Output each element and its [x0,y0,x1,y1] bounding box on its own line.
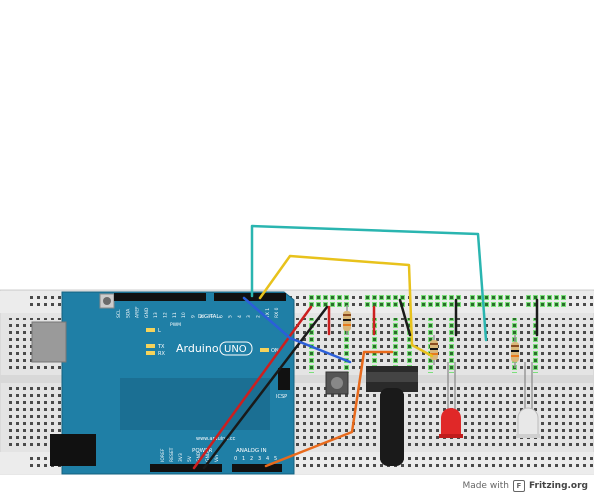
label-icsp: ICSP [276,394,287,400]
analog-pin-label-3: 3 [258,456,261,462]
led-l [146,328,155,332]
label-on: ON [271,348,279,354]
top-pin-label-2: AREF [135,306,141,318]
power-jack [50,434,96,466]
label-digital: DIGITAL [198,314,220,320]
top-pin-label-8: 9 [190,315,196,318]
top-pin-label-15: 2 [256,315,262,318]
top-pin-label-0: SCL [116,309,122,318]
header-analog [232,464,282,472]
wire-yellow [258,254,434,358]
push-button [325,371,349,395]
label-power: POWER [192,448,213,454]
power-pin-label-3: 5V [187,455,193,462]
fritzing-brand: Fritzing.org [528,481,588,491]
label-analog-in: ANALOG IN [236,448,267,454]
led-on [260,348,269,352]
label-rx: RX [158,351,165,357]
wire-red-long [192,305,313,470]
led-tx [146,344,155,348]
wire-blue [242,296,352,364]
wire-teal [250,224,488,342]
top-pin-label-7: 10 [181,312,187,318]
power-pin-label-1: RESET [169,447,175,462]
top-pin-label-4: 13 [153,312,159,318]
header-power [150,464,222,472]
analog-pin-label-4: 4 [266,456,269,462]
power-pin-label-0: IOREF [160,448,166,462]
top-pin-label-12: 5 [228,315,234,318]
top-pin-label-16: TX 1 [265,308,271,319]
top-pin-label-17: RX 0 [274,307,280,318]
wire-black-short-1 [398,298,412,337]
wires [192,224,539,470]
top-pin-label-11: 6 [218,315,224,318]
made-with-label: Made with [462,481,509,491]
top-pin-label-9: 8 [200,315,206,318]
fritzing-logo-icon: F [512,480,525,492]
power-pin-label-5: GND [205,451,211,462]
power-pin-label-4: GND [196,451,202,462]
resistor-3 [511,335,519,368]
wire-black-long [202,305,329,470]
arduino-uno-board: L TX RX ON DIGITAL PWM Arduino UNO ICSP … [31,291,295,475]
top-pin-label-1: SDA [125,308,131,318]
resistor-1 [343,305,351,335]
top-pin-label-3: GND [144,307,150,318]
led-red [439,362,463,438]
usb-connector [31,321,67,363]
top-pin-label-6: 11 [172,312,178,318]
power-pin-label-2: 3V3 [178,453,184,462]
brand-arduino: Arduino [176,342,219,355]
led-rx [146,351,155,355]
header-digital-high [114,293,206,301]
label-tx: TX [157,344,165,350]
top-pin-label-14: 3 [246,315,252,318]
analog-pin-label-0: 0 [234,456,237,462]
model-uno: UNO [224,344,247,355]
header-digital-low [214,293,286,301]
analog-pin-label-2: 2 [250,456,253,462]
top-pin-label-5: 12 [163,312,169,318]
fritzing-credit: Made with F Fritzing.org [462,480,588,492]
led-white [516,362,540,438]
wire-orange [264,350,394,468]
icsp-header [278,368,290,390]
potentiometer [366,366,418,466]
top-pin-label-13: 4 [237,315,243,318]
top-pin-label-10: 7 [209,315,215,318]
microcontroller-area [120,378,270,430]
analog-pin-label-1: 1 [242,456,245,462]
analog-pin-label-5: 5 [274,456,277,462]
label-l: L [158,328,161,334]
label-pwm: PWM [170,322,181,328]
power-pin-label-6: Vin [214,455,220,462]
